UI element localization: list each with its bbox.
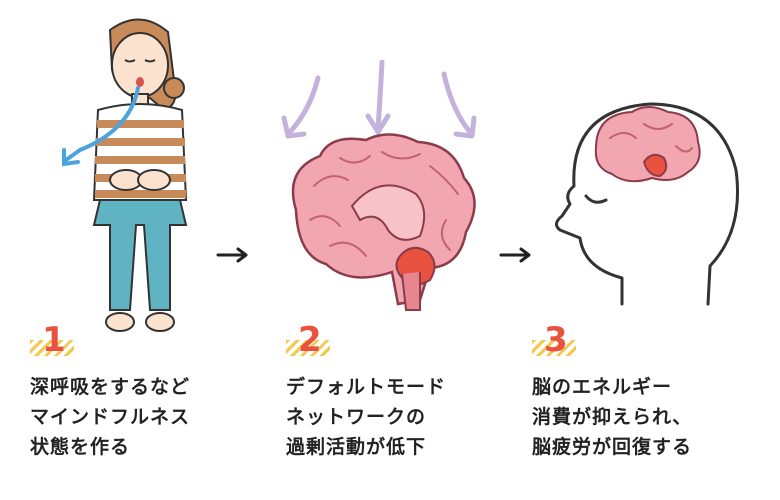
woman-breathing-illustration [40, 10, 220, 355]
step-description: 脳のエネルギー 消費が抑えられ、 脳疲労が回復する [532, 372, 692, 462]
arrow-right-icon [216, 247, 250, 263]
step-2: 2 デフォルトモード ネットワークの 過剰活動が低下 [286, 326, 446, 462]
step-number-badge: 2 [286, 326, 332, 362]
step-number: 3 [544, 320, 568, 360]
step-1: 1 深呼吸をするなど マインドフルネス 状態を作る [30, 326, 190, 462]
step-number-badge: 3 [532, 326, 578, 362]
brain-illustration [270, 60, 490, 330]
head-illustration [540, 90, 760, 320]
step-number-badge: 1 [30, 326, 76, 362]
step-number: 2 [298, 320, 322, 360]
step-description: 深呼吸をするなど マインドフルネス 状態を作る [30, 372, 190, 462]
step-number: 1 [42, 320, 66, 360]
step-3: 3 脳のエネルギー 消費が抑えられ、 脳疲労が回復する [532, 326, 692, 462]
arrow-right-icon [499, 247, 533, 263]
step-description: デフォルトモード ネットワークの 過剰活動が低下 [286, 372, 446, 462]
